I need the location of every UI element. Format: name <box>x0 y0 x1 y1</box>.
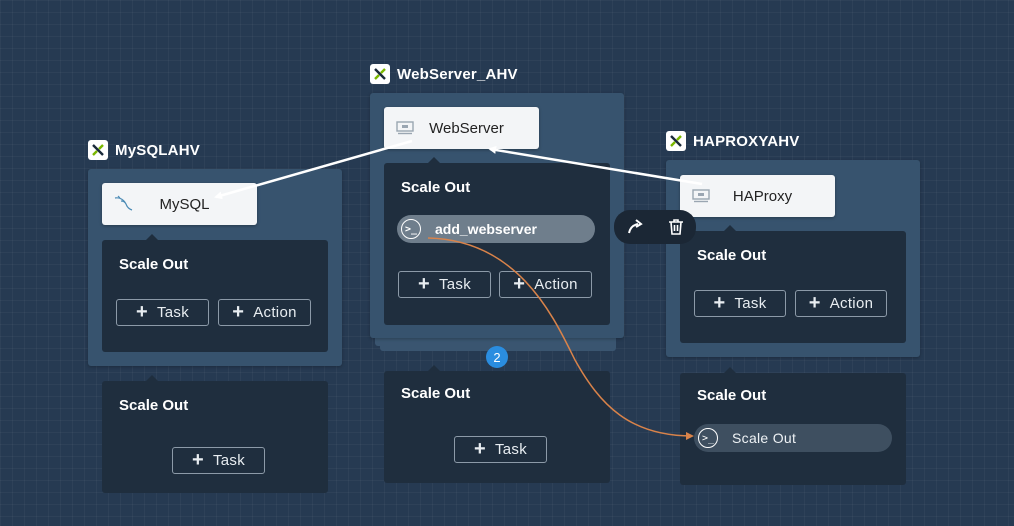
webserver-lower-scale-out-panel: Scale Out + Task <box>384 365 610 483</box>
mysql-service-name: MySQLAHV <box>115 141 200 159</box>
haproxy-panel-title: Scale Out <box>697 247 767 264</box>
mysql-add-task-label: Task <box>156 304 190 321</box>
webserver-scale-out-panel: Scale Out >_ add_webserver + Task + Acti… <box>384 157 610 325</box>
mysql-component[interactable]: MySQL <box>102 183 257 225</box>
mysql-add-action-button[interactable]: + Action <box>218 299 311 326</box>
webserver-lower-add-task-button[interactable]: + Task <box>454 436 547 463</box>
mysql-lower-add-task-button[interactable]: + Task <box>172 447 265 474</box>
haproxy-service-title: HAPROXYAHV <box>666 131 799 151</box>
mysql-lower-scale-out-panel: Scale Out + Task <box>102 375 328 493</box>
mysql-service-title: MySQLAHV <box>88 140 200 160</box>
webserver-service-title: WebServer_AHV <box>370 64 518 84</box>
mysql-lower-add-task-label: Task <box>212 452 246 469</box>
plus-icon: + <box>808 291 821 314</box>
terminal-icon: >_ <box>698 428 718 448</box>
haproxy-component-label: HAProxy <box>732 187 793 205</box>
plus-icon: + <box>191 448 204 471</box>
server-icon <box>690 186 712 206</box>
webserver-lower-add-task-label: Task <box>494 441 528 458</box>
webserver-add-task-label: Task <box>438 276 472 293</box>
terminal-icon: >_ <box>401 219 421 239</box>
haproxy-add-action-button[interactable]: + Action <box>795 290 887 317</box>
haproxy-service-name: HAPROXYAHV <box>693 132 800 150</box>
webserver-add-task-button[interactable]: + Task <box>398 271 491 298</box>
webserver-lower-panel-title: Scale Out <box>401 385 471 402</box>
haproxy-scale-out-task[interactable]: >_ Scale Out <box>694 424 892 452</box>
server-icon <box>394 118 416 138</box>
haproxy-component[interactable]: HAProxy <box>680 175 835 217</box>
connect-arrow-icon[interactable] <box>626 218 644 236</box>
webserver-to-mysql-edge[interactable] <box>214 139 413 200</box>
haproxy-to-webserver-edge[interactable] <box>488 146 703 186</box>
haproxy-lower-scale-out-panel: Scale Out >_ Scale Out <box>680 367 906 485</box>
nutanix-logo-icon <box>88 140 108 160</box>
webserver-panel-title: Scale Out <box>401 179 471 196</box>
mysql-add-task-button[interactable]: + Task <box>116 299 209 326</box>
haproxy-scale-out-task-label: Scale Out <box>732 430 797 446</box>
replica-count-badge[interactable]: 2 <box>486 346 508 368</box>
haproxy-lower-panel-title: Scale Out <box>697 387 767 404</box>
webserver-component-label: WebServer <box>429 119 504 137</box>
mysql-component-label: MySQL <box>159 195 210 213</box>
nutanix-logo-icon <box>370 64 390 84</box>
webserver-component[interactable]: WebServer <box>384 107 539 149</box>
haproxy-add-task-label: Task <box>734 295 767 312</box>
nutanix-logo-icon <box>666 131 686 151</box>
mysql-dolphin-icon <box>112 194 134 214</box>
mysql-lower-panel-title: Scale Out <box>119 397 189 414</box>
add-webserver-task-label: add_webserver <box>435 221 537 237</box>
webserver-add-action-button[interactable]: + Action <box>499 271 592 298</box>
plus-icon: + <box>232 300 245 323</box>
plus-icon: + <box>417 272 430 295</box>
webserver-service-name: WebServer_AHV <box>397 65 518 83</box>
plus-icon: + <box>473 437 486 460</box>
haproxy-add-action-label: Action <box>829 295 874 312</box>
task-dependency-edge[interactable] <box>427 237 694 440</box>
haproxy-add-task-button[interactable]: + Task <box>694 290 786 317</box>
haproxy-scale-out-panel: Scale Out + Task + Action <box>680 225 906 343</box>
mysql-scale-out-panel: Scale Out + Task + Action <box>102 234 328 352</box>
plus-icon: + <box>513 272 526 295</box>
webserver-add-action-label: Action <box>534 276 578 293</box>
trash-icon[interactable] <box>668 218 684 236</box>
edge-action-toolbar <box>614 210 696 244</box>
plus-icon: + <box>135 300 148 323</box>
mysql-panel-title: Scale Out <box>119 256 189 273</box>
mysql-add-action-label: Action <box>253 304 297 321</box>
plus-icon: + <box>713 291 726 314</box>
